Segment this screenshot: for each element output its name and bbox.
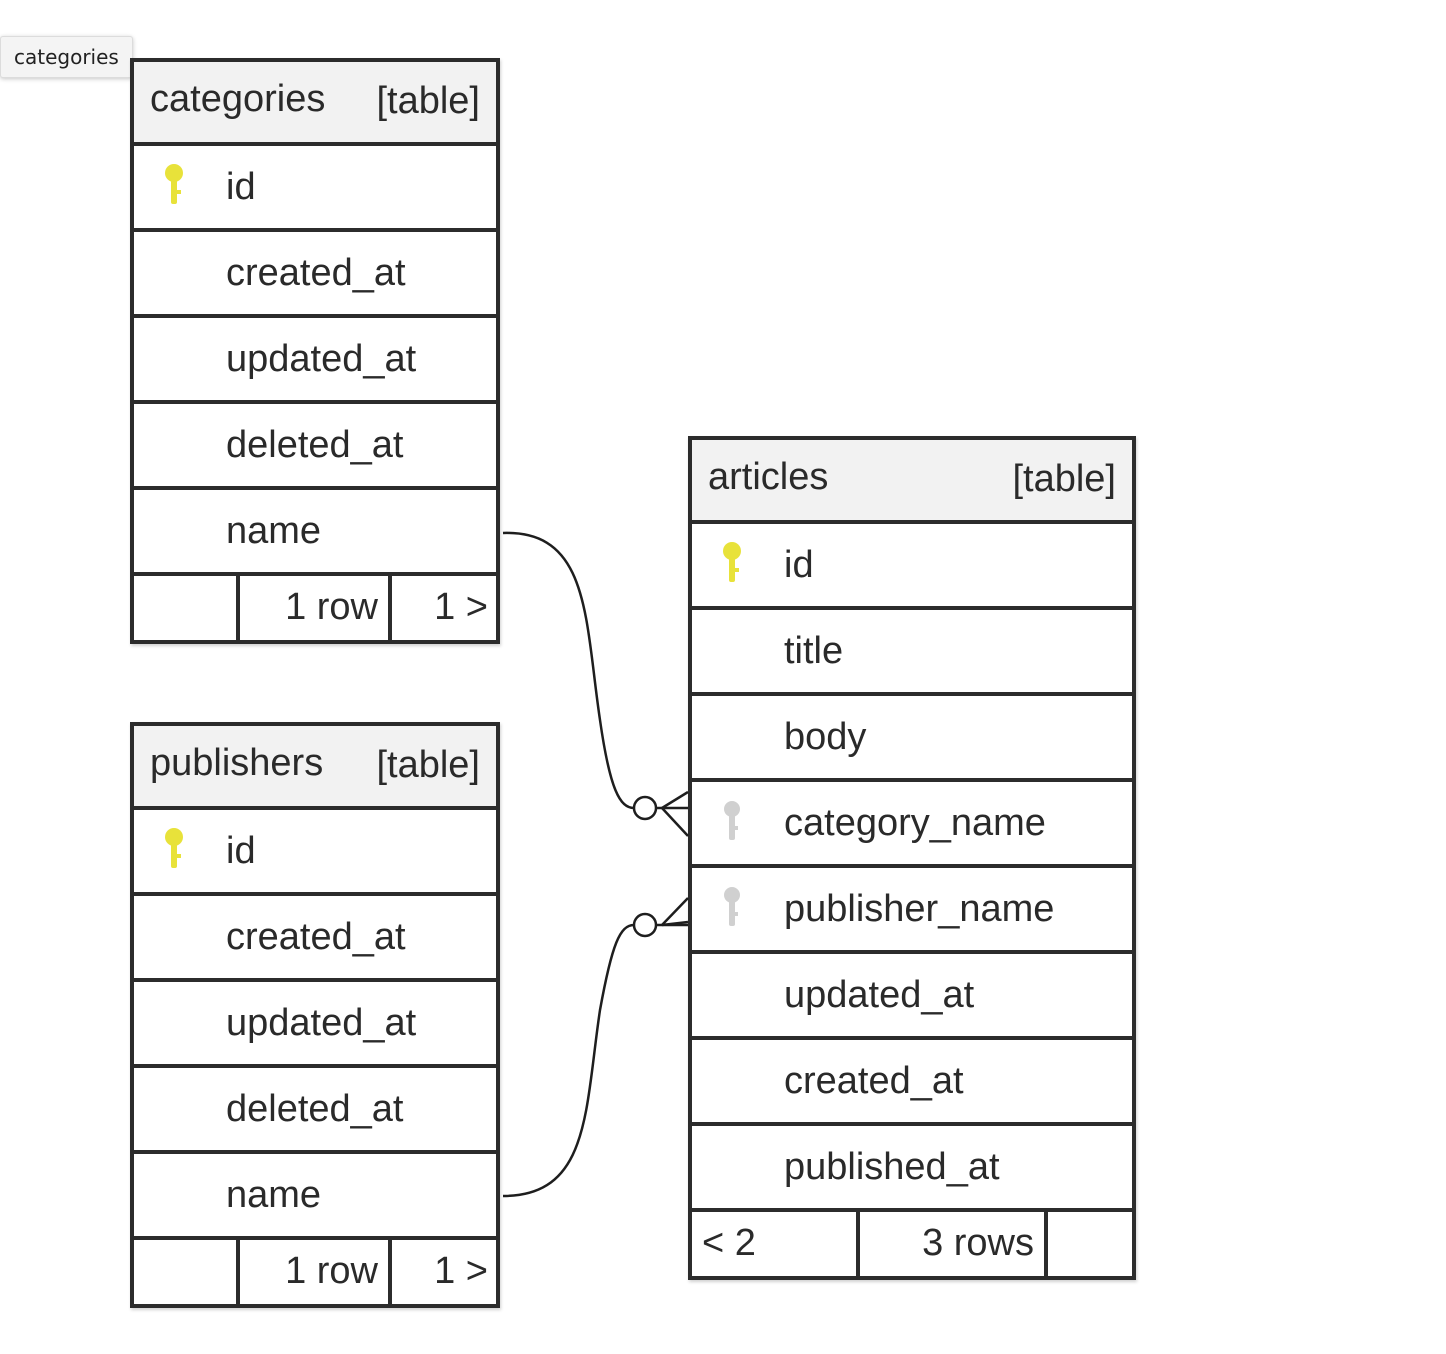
column-name: deleted_at <box>226 1088 404 1130</box>
table-header[interactable]: articles [table] <box>692 440 1132 524</box>
column-name: deleted_at <box>226 424 404 466</box>
column-row-created-at[interactable]: created_at <box>692 1040 1132 1126</box>
table-type: [table] <box>376 744 480 786</box>
key-icon <box>165 164 183 204</box>
column-row-publisher-name[interactable]: publisher_name <box>692 868 1132 954</box>
column-row-title[interactable]: title <box>692 610 1132 696</box>
table-type: [table] <box>1012 458 1116 500</box>
column-row-body[interactable]: body <box>692 696 1132 782</box>
table-categories[interactable]: categories [table] id created_at updated… <box>130 58 500 644</box>
prev-page-button[interactable] <box>134 1240 236 1304</box>
table-footer: 1 row 1 > <box>134 1240 496 1304</box>
next-page-button[interactable] <box>1044 1212 1132 1276</box>
column-row-created-at[interactable]: created_at <box>134 896 496 982</box>
table-header[interactable]: categories [table] <box>134 62 496 146</box>
column-row-created-at[interactable]: created_at <box>134 232 496 318</box>
table-articles[interactable]: articles [table] id title body category_… <box>688 436 1136 1280</box>
tooltip: categories <box>0 36 133 78</box>
row-count: 1 row <box>236 576 388 640</box>
table-footer: 1 row 1 > <box>134 576 496 640</box>
table-name: publishers <box>150 742 324 784</box>
column-name: publisher_name <box>784 888 1055 930</box>
next-page-button[interactable]: 1 > <box>388 1240 496 1304</box>
column-name: name <box>226 510 322 552</box>
row-count: 1 row <box>236 1240 388 1304</box>
column-name: category_name <box>784 802 1046 844</box>
column-row-deleted-at[interactable]: deleted_at <box>134 1068 496 1154</box>
table-type: [table] <box>376 80 480 122</box>
column-name: id <box>226 830 256 872</box>
column-row-name[interactable]: name <box>134 490 496 576</box>
column-name: published_at <box>784 1146 1000 1188</box>
column-row-updated-at[interactable]: updated_at <box>134 318 496 404</box>
column-row-deleted-at[interactable]: deleted_at <box>134 404 496 490</box>
table-footer: < 2 3 rows <box>692 1212 1132 1276</box>
column-row-updated-at[interactable]: updated_at <box>692 954 1132 1040</box>
key-icon <box>165 828 183 868</box>
column-row-id[interactable]: id <box>134 810 496 896</box>
column-name: name <box>226 1174 322 1216</box>
column-name: id <box>784 544 814 586</box>
table-publishers[interactable]: publishers [table] id created_at updated… <box>130 722 500 1308</box>
column-name: id <box>226 166 256 208</box>
foreign-key-icon <box>724 887 740 926</box>
table-name: categories <box>150 78 326 120</box>
column-row-category-name[interactable]: category_name <box>692 782 1132 868</box>
relation-categories-articles[interactable] <box>502 531 689 837</box>
column-name: created_at <box>784 1060 964 1102</box>
column-row-id[interactable]: id <box>692 524 1132 610</box>
column-row-published-at[interactable]: published_at <box>692 1126 1132 1212</box>
column-name: updated_at <box>784 974 975 1016</box>
column-row-name[interactable]: name <box>134 1154 496 1240</box>
prev-page-button[interactable] <box>134 576 236 640</box>
column-row-updated-at[interactable]: updated_at <box>134 982 496 1068</box>
column-name: created_at <box>226 252 406 294</box>
column-name: title <box>784 630 844 672</box>
foreign-key-icon <box>724 801 740 840</box>
column-name: updated_at <box>226 1002 417 1044</box>
prev-page-button[interactable]: < 2 <box>702 1222 756 1264</box>
column-name: body <box>784 716 867 758</box>
relation-publishers-articles[interactable] <box>502 897 689 1198</box>
table-header[interactable]: publishers [table] <box>134 726 496 810</box>
key-icon <box>723 542 741 582</box>
row-count: 3 rows <box>856 1212 1044 1276</box>
column-name: updated_at <box>226 338 417 380</box>
column-name: created_at <box>226 916 406 958</box>
table-name: articles <box>708 456 829 498</box>
next-page-button[interactable]: 1 > <box>388 576 496 640</box>
column-row-id[interactable]: id <box>134 146 496 232</box>
